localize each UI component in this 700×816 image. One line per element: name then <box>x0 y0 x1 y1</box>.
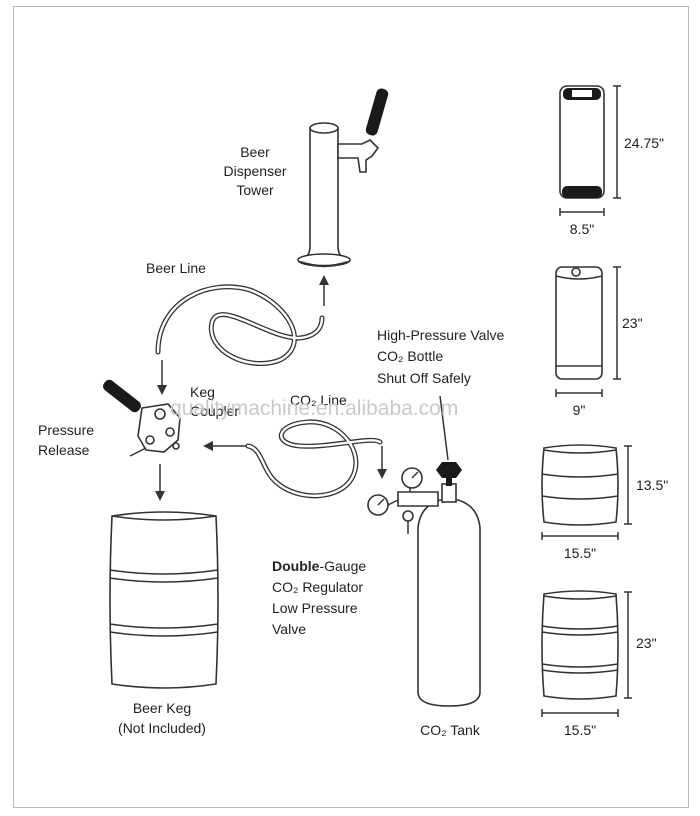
regulator-label-bold: Double <box>272 558 320 574</box>
keg-2-width: 9" <box>573 402 586 418</box>
keg-3-height: 13.5" <box>636 477 668 493</box>
keg-1-height: 24.75" <box>624 135 664 151</box>
keg-coupler-label-2: Coupler <box>190 403 239 419</box>
co2-regulator <box>367 467 439 534</box>
regulator-label-4: Valve <box>272 621 306 637</box>
beer-keg <box>109 511 219 689</box>
hp-valve-label-1: High-Pressure Valve <box>377 327 505 343</box>
hp-valve-pointer <box>439 395 449 461</box>
diagram-frame <box>13 6 689 808</box>
coupler-handle-icon <box>102 379 142 413</box>
keg-size-2 <box>555 266 621 397</box>
beer-keg-label-1: Beer Keg <box>133 700 191 716</box>
pressure-release-label-1: Pressure <box>38 422 94 438</box>
keg-3-width: 15.5" <box>564 545 596 561</box>
regulator-label-1: Double-Gauge <box>272 558 366 574</box>
co2-line-label: CO₂ Line <box>290 392 347 408</box>
regulator-label-3: Low Pressure <box>272 600 358 616</box>
tap-handle-icon <box>365 88 389 136</box>
hp-valve-label-2: CO₂ Bottle <box>377 348 443 364</box>
high-pressure-valve <box>436 462 462 486</box>
keg-2-height: 23" <box>622 315 643 331</box>
tower-label-1: Beer <box>240 144 270 160</box>
co2-tank-label: CO₂ Tank <box>420 722 481 738</box>
pressure-release-label-2: Release <box>38 442 90 458</box>
keg-size-3 <box>541 444 632 540</box>
hp-valve-label-3: Shut Off Safely <box>377 370 471 386</box>
beer-dispenser-tower <box>297 88 389 268</box>
keg-coupler-label-1: Keg <box>190 384 215 400</box>
keg-4-width: 15.5" <box>564 722 596 738</box>
beer-line-tube <box>155 284 325 367</box>
regulator-label-rest: -Gauge <box>319 558 366 574</box>
regulator-label-2: CO₂ Regulator <box>272 579 363 595</box>
co2-tank <box>417 483 481 707</box>
watermark: qualitymachine.en.alibaba.com <box>170 397 458 420</box>
keg-size-4 <box>541 590 632 717</box>
beer-keg-label-2: (Not Included) <box>118 720 206 736</box>
keg-size-1 <box>559 85 621 216</box>
tower-label-3: Tower <box>236 182 274 198</box>
keg-coupler <box>102 379 181 457</box>
beer-line-label: Beer Line <box>146 260 206 276</box>
keg-1-width: 8.5" <box>570 221 594 237</box>
tower-label-2: Dispenser <box>223 163 286 179</box>
co2-line-tube <box>245 419 383 499</box>
keg-4-height: 23" <box>636 635 657 651</box>
